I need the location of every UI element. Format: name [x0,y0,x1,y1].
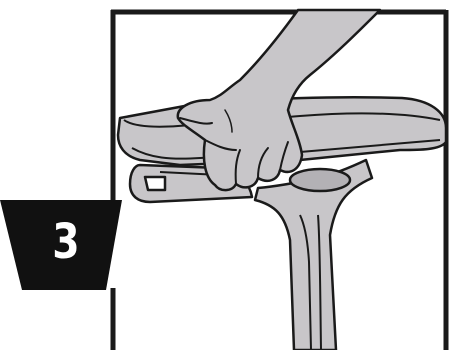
step-number: 3 [50,212,83,272]
